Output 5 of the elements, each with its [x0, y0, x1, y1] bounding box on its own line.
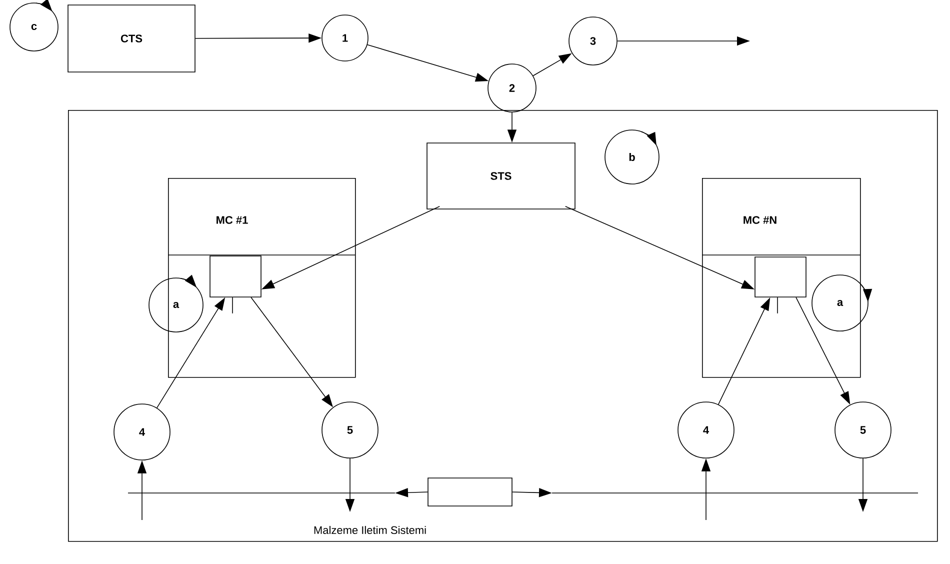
tool-box	[210, 256, 262, 314]
small-box	[428, 478, 512, 506]
process-box: CTS	[68, 4, 196, 72]
process-box: STS	[426, 142, 576, 210]
tool-box	[754, 256, 806, 314]
